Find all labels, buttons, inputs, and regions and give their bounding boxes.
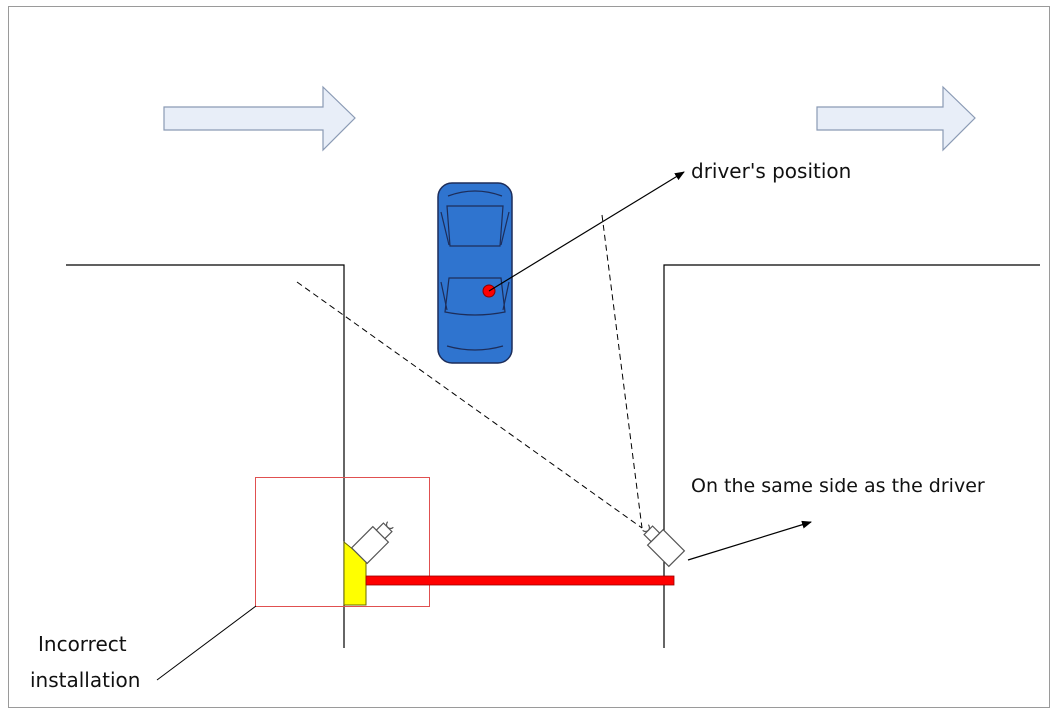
driver-position-label: driver's position (691, 159, 851, 183)
driver-callout-line (488, 171, 685, 292)
same-side-label: On the same side as the driver (691, 475, 985, 497)
lane-boundary-right (663, 264, 1040, 648)
traffic-arrow-left-icon (163, 85, 356, 152)
diagram-border (8, 6, 1050, 708)
view-line-wide (296, 281, 643, 529)
car-icon (437, 182, 513, 364)
incorrect-label-line1: Incorrect (38, 632, 127, 656)
traffic-arrow-right-icon (816, 85, 976, 152)
incorrect-callout-line (156, 605, 257, 681)
lane-boundary-left (66, 264, 345, 648)
camera-icon-correct (642, 524, 686, 568)
incorrect-label-line2: installation (30, 668, 140, 692)
incorrect-highlight-box (255, 477, 430, 607)
barrier-arm (365, 575, 675, 586)
same-side-callout-line (687, 520, 812, 561)
view-line-narrow (601, 214, 643, 529)
camera-icon-incorrect (350, 521, 394, 565)
